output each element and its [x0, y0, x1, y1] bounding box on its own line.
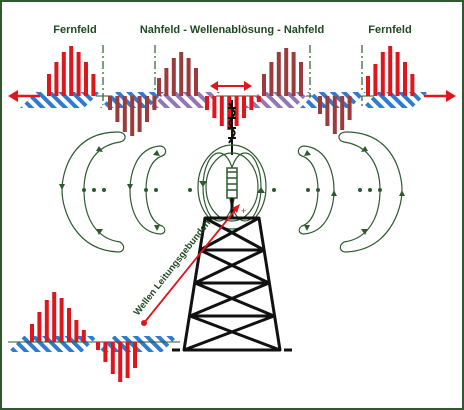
field-dots: [82, 188, 382, 192]
wave-bar: [179, 52, 184, 96]
wave-bar: [54, 62, 59, 96]
wave-bars: [47, 46, 415, 136]
wave-bar: [84, 62, 88, 96]
wave-bar: [325, 96, 330, 126]
wave-bar: [194, 68, 198, 96]
wave-bar: [410, 74, 415, 96]
wave-bar: [61, 52, 66, 96]
label-near-center: Nahfeld - Wellenablösung - Nahfeld: [140, 24, 324, 36]
wave-bar: [145, 96, 149, 122]
wave-bar: [122, 96, 127, 132]
wave-bar: [69, 46, 74, 96]
wave-bar: [291, 52, 296, 96]
wave-bar: [164, 68, 169, 96]
wave-bar: [96, 342, 100, 350]
wave-bar: [366, 76, 370, 96]
wave-bar: [249, 96, 254, 110]
wave-bar: [171, 58, 176, 96]
wave-bar: [74, 320, 79, 342]
label-far-left: Fernfeld: [53, 24, 96, 36]
wave-bar: [30, 324, 34, 342]
wave-bar: [340, 96, 345, 130]
wave-bars-bottom: [30, 292, 137, 382]
wave-bar: [137, 96, 142, 132]
wave-bar: [186, 58, 191, 96]
wave-bar: [219, 96, 224, 126]
wave-bar: [276, 52, 281, 96]
svg-text:+: +: [241, 206, 246, 216]
double-arrow-icon: [210, 81, 252, 91]
wave-bar: [388, 46, 393, 96]
wave-bar: [37, 312, 42, 342]
wave-bar: [108, 96, 112, 110]
wave-bar: [52, 292, 57, 342]
wave-bar: [234, 96, 239, 126]
antenna-mast: [228, 100, 236, 155]
wave-bar: [130, 96, 135, 136]
field-arrows: [59, 146, 405, 235]
wave-bar: [133, 342, 137, 368]
wave-bar: [373, 64, 378, 96]
wave-bar: [103, 342, 108, 362]
wave-bar: [242, 96, 246, 118]
arrow-right-icon: [424, 90, 456, 102]
wave-bar: [347, 96, 352, 120]
wave-bar: [91, 74, 96, 96]
wave-bar: [59, 298, 64, 342]
wave-bar: [262, 74, 266, 96]
wave-bar: [205, 96, 209, 110]
wave-bar: [284, 48, 289, 96]
wave-bar: [67, 308, 71, 342]
wave-bar: [76, 52, 81, 96]
wave-bar: [395, 52, 400, 96]
arrow-left-icon: [8, 90, 40, 102]
wave-bar: [47, 74, 51, 96]
wave-bar: [115, 96, 120, 122]
wave-bar: [157, 78, 161, 96]
wave-bar: [81, 330, 86, 342]
wave-bar: [299, 62, 303, 96]
wave-bar: [212, 96, 217, 118]
label-far-right: Fernfeld: [368, 24, 411, 36]
wave-bar: [403, 62, 407, 96]
wave-bar: [332, 96, 337, 134]
guided-wave-arrow: [141, 204, 240, 326]
wave-bar: [256, 96, 261, 102]
wave-bar: [380, 52, 385, 96]
wave-bar: [318, 96, 322, 114]
wave-bar: [227, 96, 232, 130]
antenna-tower-icon: [172, 198, 292, 352]
wave-bar: [269, 62, 274, 96]
wave-bar: [118, 342, 123, 382]
wave-bar: [110, 342, 115, 374]
wave-bar: [44, 300, 49, 342]
wave-bar: [125, 342, 130, 378]
wave-bar: [152, 96, 157, 110]
